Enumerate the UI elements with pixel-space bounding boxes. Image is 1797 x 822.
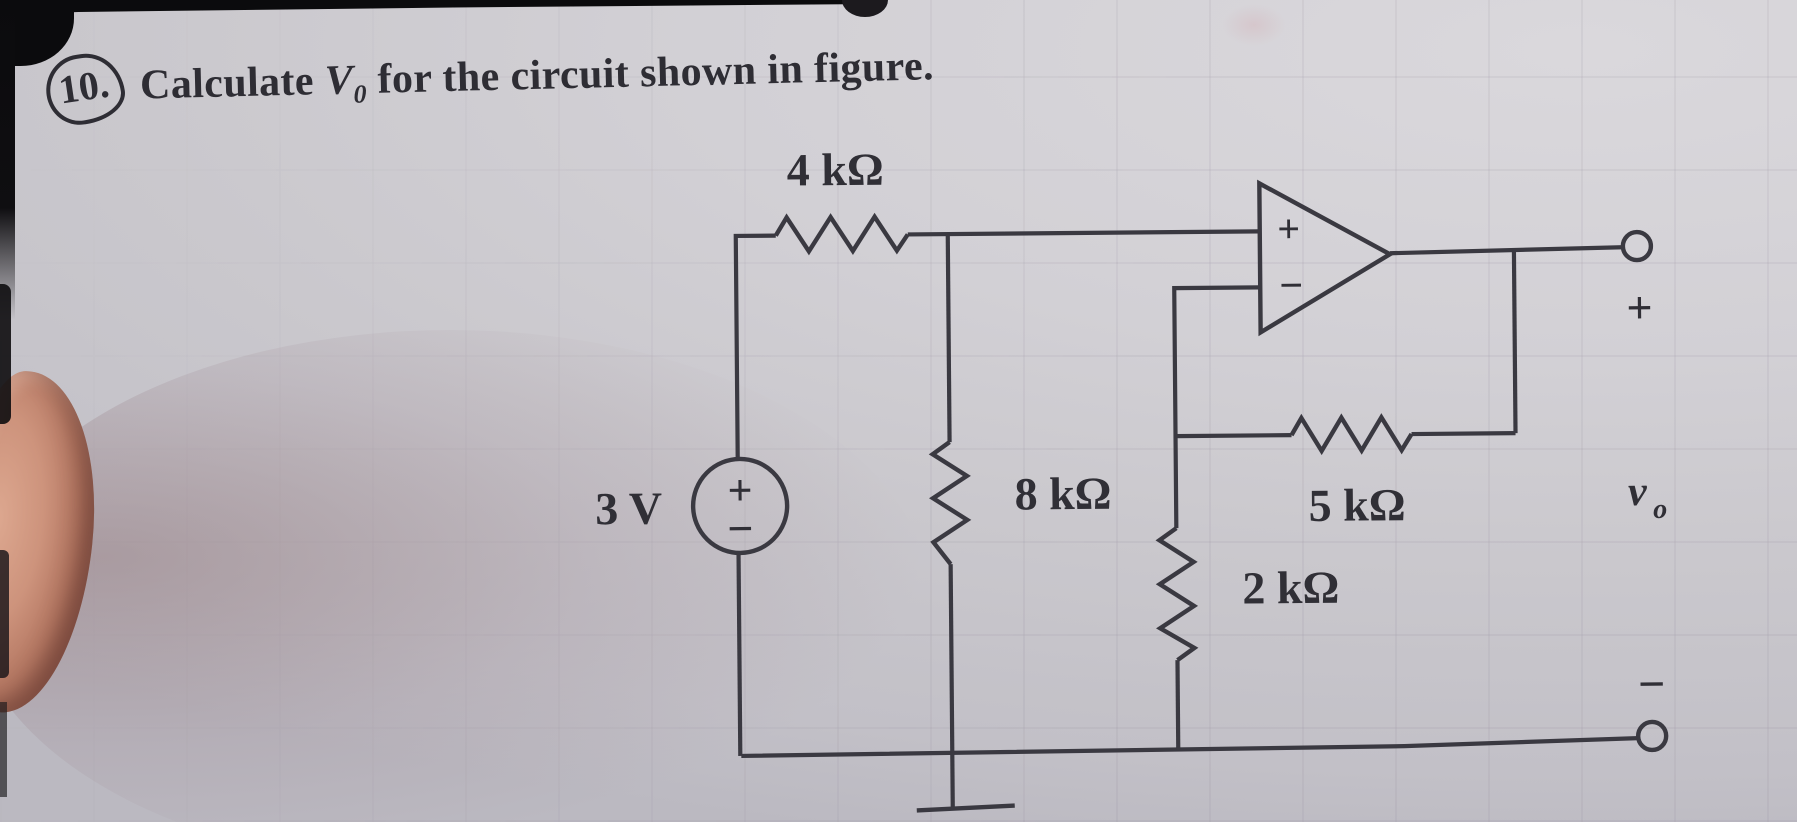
wire-source-to-bottom	[736, 551, 743, 756]
wire-2k-to-bottom	[1175, 660, 1181, 751]
photo-edge-left-mark	[0, 550, 9, 678]
photo-edge-left	[0, 0, 15, 320]
page-curl-mark	[842, 0, 888, 17]
output-terminal-positive	[1620, 229, 1654, 263]
output-terminal-negative	[1635, 719, 1669, 753]
faint-mark	[1222, 4, 1286, 46]
wire-5k-left	[1175, 433, 1292, 439]
wire-top-left-corner	[733, 233, 776, 460]
wire-inverting-input	[1172, 285, 1261, 529]
ground-symbol	[916, 803, 1015, 813]
opamp-minus-input: −	[1279, 263, 1303, 309]
wire-5k-right	[1411, 431, 1516, 437]
voltage-source-minus: −	[727, 503, 754, 554]
photo-edge-left-mark	[0, 284, 11, 424]
resistor-2k-symbol	[1155, 526, 1199, 662]
wire-bottom	[741, 735, 1639, 759]
output-minus-sign: −	[1638, 658, 1666, 711]
photo-edge-left-mark	[0, 702, 7, 797]
voltage-source-plus: +	[727, 466, 753, 515]
finger-shadow	[0, 330, 930, 822]
wire-8k-top	[945, 234, 952, 443]
output-voltage-label: v	[1628, 469, 1648, 515]
voltage-source-label: 3 V	[595, 483, 662, 535]
opamp-plus-input: +	[1277, 206, 1300, 251]
resistor-4k-symbol	[773, 212, 910, 256]
opamp-symbol	[1257, 179, 1395, 337]
resistor-8k-label: 8 kΩ	[1014, 468, 1111, 520]
wire-top-to-opamp	[907, 229, 1260, 237]
wire-output	[1389, 245, 1622, 256]
resistor-2k-label: 2 kΩ	[1242, 562, 1339, 614]
output-voltage-label-sub: o	[1653, 494, 1667, 525]
voltage-source-symbol	[690, 456, 790, 556]
resistor-5k-label: 5 kΩ	[1308, 479, 1405, 531]
wire-feedback	[1511, 249, 1518, 434]
resistor-8k-symbol	[928, 440, 972, 566]
resistor-4k-label: 4 kΩ	[787, 144, 884, 196]
resistor-5k-symbol	[1289, 413, 1414, 456]
wire-8k-bottom	[948, 564, 955, 755]
output-plus-sign: +	[1626, 282, 1653, 333]
